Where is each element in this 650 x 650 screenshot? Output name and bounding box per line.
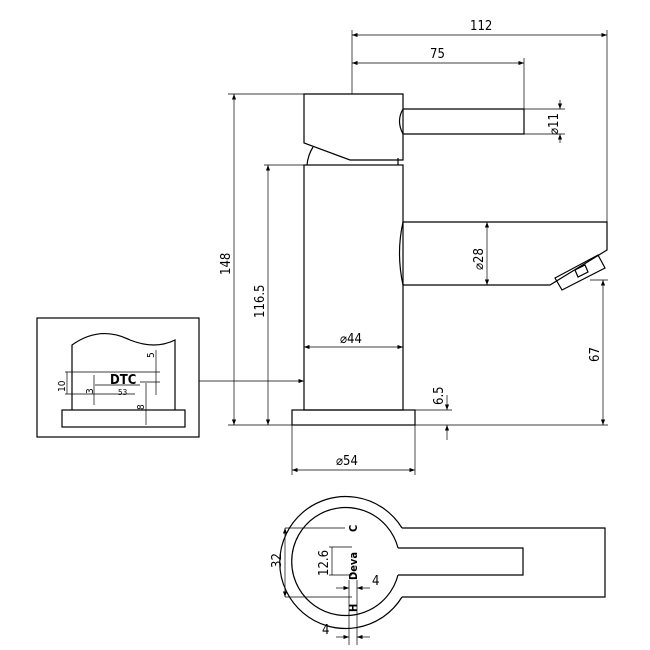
dim-75: 75 (430, 47, 445, 62)
dim-67: 67 (588, 347, 603, 362)
body (303, 164, 404, 411)
dim-body-diameter: ⌀44 (340, 332, 362, 347)
label-hot: H (347, 604, 360, 612)
lever-top (402, 527, 606, 598)
dim-53: 53 (118, 388, 127, 397)
inset-frame (36, 317, 200, 438)
label-cold: C (347, 525, 360, 532)
handle-block (303, 93, 404, 161)
dim-8: 8 (136, 404, 147, 410)
dim-4-bottom: 4 (322, 623, 329, 638)
tap-top-view: 32 12.6 Deva C H 4 4 (270, 495, 606, 645)
dtc-label: DTC (110, 373, 136, 388)
dim-4-right: 4 (372, 574, 379, 589)
dim-10: 10 (57, 380, 68, 392)
dim-base-height: 6.5 (432, 386, 447, 405)
front-dimensions: 112 75 ⌀11 148 116.5 ⌀28 67 ⌀44 6.5 ⌀54 (219, 19, 608, 475)
dim-5: 5 (146, 352, 157, 358)
dim-116-5: 116.5 (253, 285, 268, 318)
base-outer-circle (279, 495, 403, 630)
detail-inset: 10 3 DTC 53 5 8 (36, 317, 304, 438)
lever (398, 108, 525, 135)
spout (398, 221, 608, 286)
lever-slot (398, 547, 524, 576)
dim-base-diameter: ⌀54 (336, 454, 358, 469)
body-inner-circle (291, 506, 399, 617)
tap-front-view (291, 93, 608, 426)
dim-12-6: 12.6 (317, 550, 332, 576)
dim-spout-diameter: ⌀28 (472, 248, 487, 270)
aerator (554, 254, 606, 291)
base (291, 409, 416, 426)
dim-3: 3 (85, 388, 96, 394)
dim-148: 148 (219, 253, 234, 275)
dim-112: 112 (470, 19, 492, 34)
brand-deva: Deva (347, 552, 360, 580)
handle-cap (306, 146, 399, 166)
dim-32: 32 (270, 553, 285, 568)
dim-lever-diameter: ⌀11 (547, 113, 562, 135)
